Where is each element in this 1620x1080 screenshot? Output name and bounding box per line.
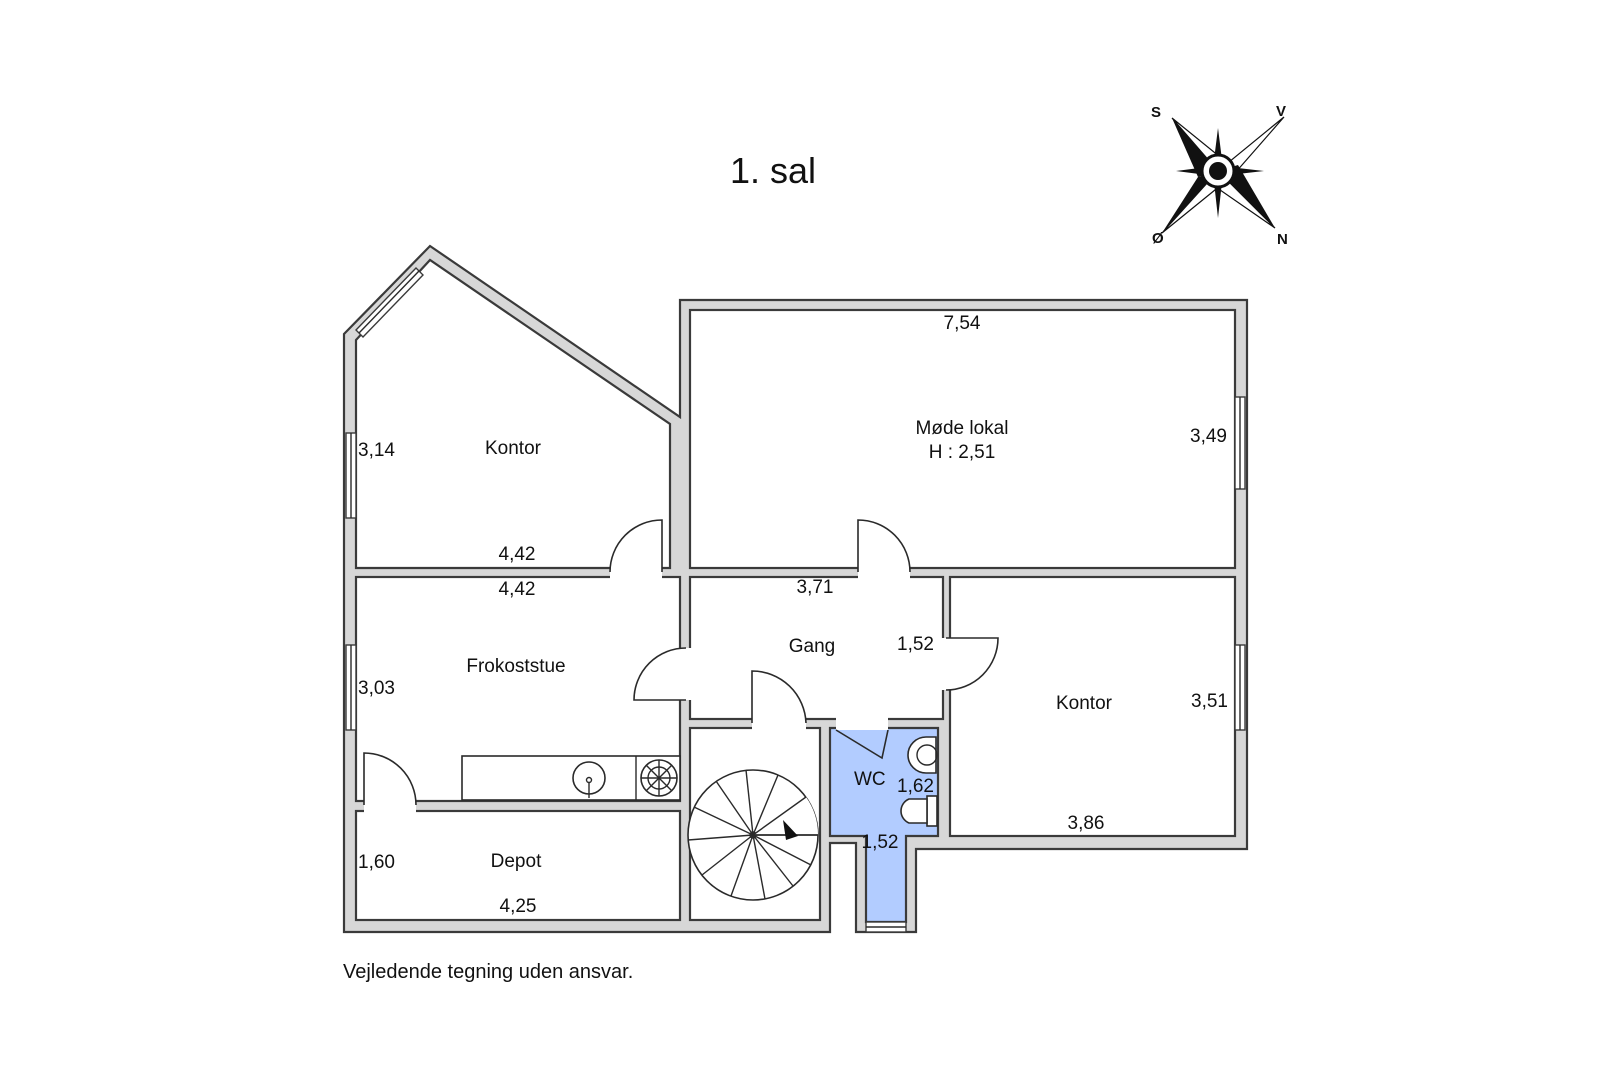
dim-wc-side: 1,62	[897, 776, 934, 797]
dim-frokoststue-top: 4,42	[499, 579, 536, 600]
room-name-depot: Depot	[491, 851, 542, 872]
room-name-kontor-se: Kontor	[1056, 693, 1113, 714]
dim-mode-lokal-side: 3,49	[1190, 426, 1227, 447]
dim-gang-top: 3,71	[797, 577, 834, 598]
toilet-icon	[900, 795, 938, 827]
compass-o-label: Ø	[1152, 230, 1164, 247]
room-name-wc: WC	[854, 769, 886, 790]
dim-frokoststue-side: 3,03	[358, 678, 395, 699]
washbasin-icon	[907, 736, 938, 774]
dim-kontor-se-side: 3,51	[1191, 691, 1228, 712]
disclaimer-text: Vejledende tegning uden ansvar.	[343, 961, 633, 983]
dim-mode-lokal-top: 7,54	[944, 313, 981, 334]
spiral-staircase-icon	[687, 769, 819, 901]
room-name-frokoststue: Frokoststue	[466, 656, 565, 677]
compass-v-label: V	[1276, 103, 1286, 120]
compass-s-label: S	[1151, 104, 1161, 121]
room-name-gang: Gang	[789, 636, 835, 657]
room-mode-lokal	[688, 308, 1237, 570]
room-name-mode-lokal: Møde lokal	[916, 418, 1009, 439]
dim-kontor-se-bottom: 3,86	[1068, 813, 1105, 834]
dim-gang-side: 1,52	[897, 634, 934, 655]
dim-kontor-nw-bottom: 4,42	[499, 544, 536, 565]
room-depot	[354, 809, 682, 922]
dim-depot-side: 1,60	[358, 852, 395, 873]
room-name-kontor-nw: Kontor	[485, 438, 542, 459]
compass-n-label: N	[1277, 231, 1288, 248]
dim-depot-bottom: 4,25	[500, 896, 537, 917]
dim-wc-bottom: 1,52	[862, 832, 899, 853]
room-kontor-se	[948, 575, 1237, 838]
door-openings	[364, 566, 952, 813]
dim-kontor-nw-side: 3,14	[358, 440, 395, 461]
stove-icon	[640, 759, 678, 797]
room-gang	[688, 575, 945, 721]
compass-rose-icon	[1161, 116, 1285, 234]
floor-title: 1. sal	[730, 150, 816, 191]
room-height-mode-lokal: H : 2,51	[929, 442, 996, 463]
door-swings	[363, 519, 999, 806]
windows	[345, 267, 1246, 933]
